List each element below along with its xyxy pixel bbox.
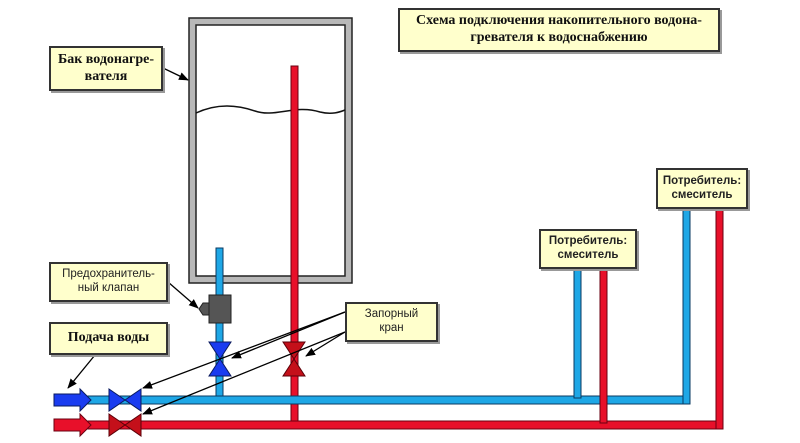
cold-supply-arrow-icon [53,387,92,413]
consumer-1-label: Потребитель: смеситель [539,229,637,269]
safety-valve-label-arrow [167,281,199,309]
shutoff-arrow-cold-main [142,311,346,389]
consumer-1-cold-pipe [573,267,582,399]
tank-label: Бак водонагре- вателя [49,46,163,91]
safety-valve-label: Предохранитель- ный клапан [49,262,168,302]
cold-main-valve-icon [108,388,142,412]
shutoff-arrow-hot-tank [305,331,346,357]
water-supply-label-arrow [67,354,96,389]
consumer-2-cold-pipe [682,207,691,405]
water-supply-label: Подача воды [49,322,168,355]
hot-tank-valve-icon [282,341,306,377]
tank-label-line-1: Бак водонагре- [57,51,155,67]
tank-label-arrow [162,67,189,81]
consumer-2-label: Потребитель: смеситель [656,168,748,209]
consumer-2-hot-pipe [715,207,724,430]
safety-valve-icon [198,294,232,324]
water-level-line [195,105,346,114]
water-heater-tank [188,17,353,284]
consumer-1-label-line-1: Потребитель: [548,235,628,248]
hot-main-valve-icon [108,413,142,437]
title-line-1: Схема подключения накопительного водона- [416,13,702,29]
tank-label-line-2: вателя [84,68,128,84]
consumer-1-label-line-2: смеситель [557,249,619,261]
safety-valve-label-line-1: Предохранитель- [62,268,155,281]
cold-inlet-pipe [215,247,224,401]
consumer-1-hot-pipe [599,267,608,424]
consumer-2-label-line-1: Потребитель: [662,174,742,187]
water-supply-label-text: Подача воды [67,330,150,346]
shutoff-arrow-hot-main [142,331,346,415]
hot-supply-arrow-icon [53,412,92,438]
consumer-2-label-line-2: смеситель [671,188,733,201]
diagram-title: Схема подключения накопительного водона-… [398,8,720,52]
shutoff-valve-label: Запорный кран [345,302,438,342]
shutoff-valve-label-line-1: Запорный [364,308,419,321]
hot-main-pipe [87,420,724,430]
safety-valve-label-line-2: ный клапан [77,282,140,294]
shutoff-valve-label-line-2: кран [379,322,404,334]
title-line-2: гревателя к водоснабжению [470,30,648,45]
